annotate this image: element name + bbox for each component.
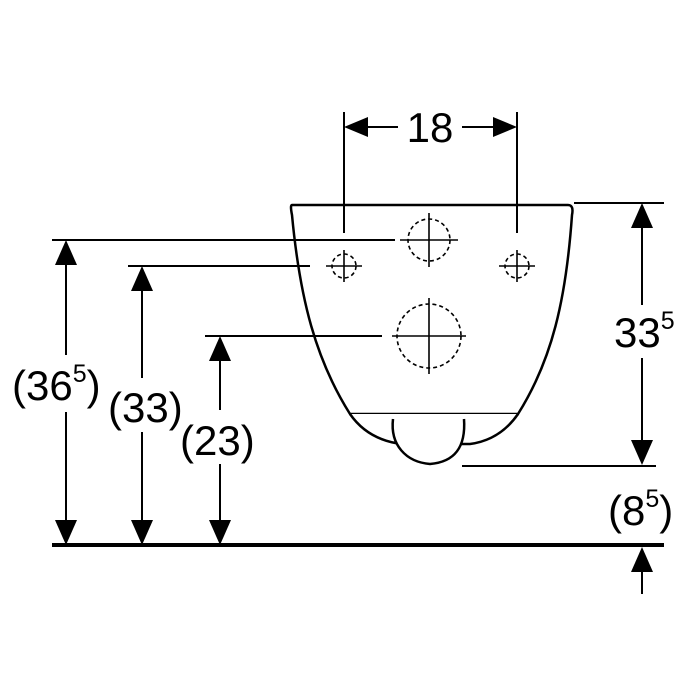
top-outlet-hole bbox=[400, 213, 458, 267]
dimension-18-label: 18 bbox=[407, 104, 454, 151]
dimension-18 bbox=[343, 112, 518, 233]
drain-outlet-hole bbox=[392, 298, 466, 374]
dimension-23-label: (23) bbox=[180, 417, 255, 464]
right-fixing-hole bbox=[499, 250, 535, 282]
dimension-36-5 bbox=[52, 239, 395, 545]
dimension-8-5 bbox=[462, 465, 656, 594]
dimension-33 bbox=[128, 265, 310, 545]
dimension-23 bbox=[205, 335, 382, 545]
dimension-33-label: (33) bbox=[108, 384, 183, 431]
dimension-8-5-label: (85) bbox=[608, 485, 673, 534]
dimension-33-5-label: 335 bbox=[614, 307, 675, 356]
dimension-36-5-label: (365) bbox=[12, 360, 101, 409]
dimension-33-5 bbox=[574, 202, 664, 465]
toilet-bowl bbox=[289, 203, 574, 466]
left-fixing-hole bbox=[326, 250, 362, 282]
